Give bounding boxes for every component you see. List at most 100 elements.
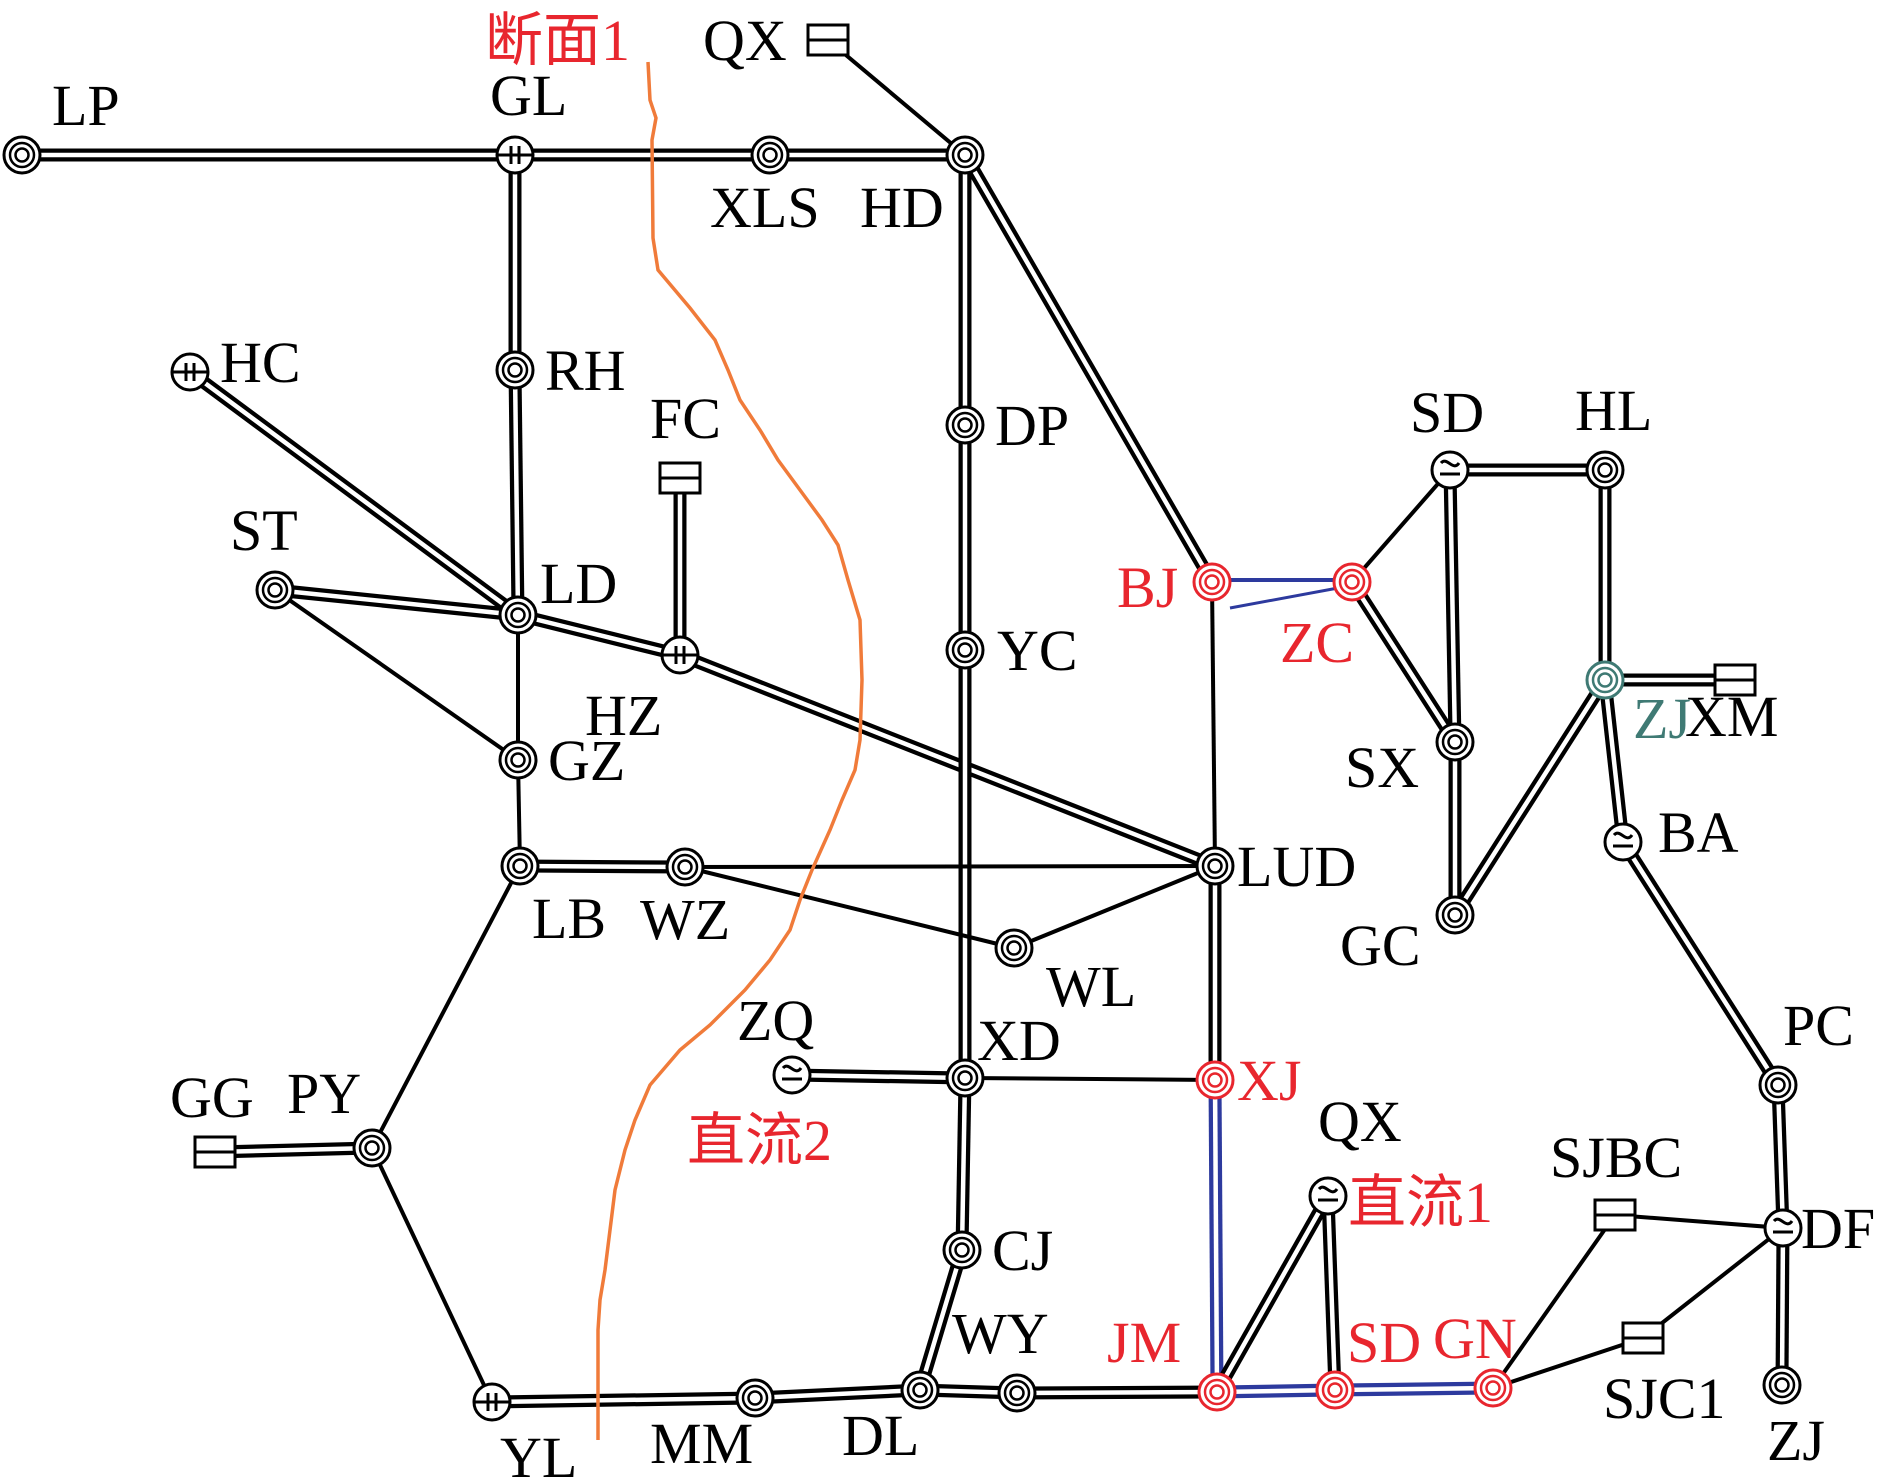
node-qx1-transformer-icon[interactable] [806, 23, 850, 57]
node-qx2-generator-icon[interactable] [1308, 1176, 1348, 1216]
node-label-pc: PC [1783, 993, 1854, 1058]
node-hz-plant-icon[interactable] [660, 635, 700, 675]
node-xm-transformer-icon[interactable] [1713, 663, 1757, 697]
section-1-annotation: 断面1 [485, 8, 630, 73]
node-rh-bus-icon[interactable] [495, 350, 535, 390]
node-label-bj: BJ [1117, 555, 1178, 620]
node-label-rh: RH [545, 338, 626, 403]
node-label-xj: XJ [1237, 1048, 1301, 1113]
node-label-qx1: QX [703, 8, 787, 73]
node-bj-bus-icon[interactable] [1192, 562, 1232, 602]
line-sjbc-df [1614, 1213, 1784, 1230]
dc-2-annotation: 直流2 [687, 1108, 832, 1173]
node-lp-bus-icon[interactable] [2, 135, 42, 175]
node-zj1-bus-icon[interactable] [1585, 660, 1625, 700]
node-gg-transformer-icon[interactable] [193, 1135, 237, 1169]
node-df-generator-icon[interactable] [1763, 1208, 1803, 1248]
node-lb-bus-icon[interactable] [500, 846, 540, 886]
node-label-qx2: QX [1318, 1089, 1402, 1154]
node-cj-bus-icon[interactable] [942, 1230, 982, 1270]
node-gc-bus-icon[interactable] [1435, 895, 1475, 935]
node-wy-bus-icon[interactable] [997, 1373, 1037, 1413]
node-label-cj: CJ [992, 1218, 1053, 1283]
node-gn-bus-icon[interactable] [1473, 1368, 1513, 1408]
line-lb-wz [519, 859, 686, 874]
node-sx-bus-icon[interactable] [1435, 722, 1475, 762]
line-bj-zc [1229, 578, 1339, 610]
node-yc-bus-icon[interactable] [945, 630, 985, 670]
node-lud-bus-icon[interactable] [1195, 846, 1235, 886]
line-wy-jm [1016, 1385, 1218, 1400]
node-label-xm: XM [1685, 684, 1778, 749]
node-label-zj2: ZJ [1767, 1408, 1825, 1473]
node-hl-bus-icon[interactable] [1585, 450, 1625, 490]
node-sjc1-transformer-icon[interactable] [1621, 1321, 1665, 1355]
node-label-gg: GG [170, 1065, 254, 1130]
node-label-hc: HC [220, 330, 301, 395]
node-wz-bus-icon[interactable] [665, 847, 705, 887]
node-label-ld: LD [540, 551, 617, 616]
node-label-dp: DP [995, 393, 1069, 458]
node-zj2-bus-icon[interactable] [1762, 1365, 1802, 1405]
node-label-fc: FC [650, 386, 721, 451]
node-label-hz: HZ [585, 683, 662, 748]
node-mm-bus-icon[interactable] [735, 1378, 775, 1418]
node-xls-bus-icon[interactable] [750, 135, 790, 175]
node-zq-generator-icon[interactable] [772, 1055, 812, 1095]
node-ba-generator-icon[interactable] [1603, 822, 1643, 862]
line-zc-sx [1346, 578, 1461, 746]
node-hc-plant-icon[interactable] [170, 352, 210, 392]
node-gz-bus-icon[interactable] [498, 740, 538, 780]
node-sd2-bus-icon[interactable] [1315, 1370, 1355, 1410]
line-wz-wl [684, 865, 1015, 950]
node-label-wl: WL [1046, 954, 1136, 1019]
line-zc-sd1 [1350, 468, 1452, 584]
line-zq-xd [791, 1068, 966, 1085]
line-sjc1-df [1641, 1226, 1785, 1340]
node-fc-transformer-icon[interactable] [658, 461, 702, 495]
node-label-xd: XD [977, 1008, 1061, 1073]
node-sd1-generator-icon[interactable] [1430, 450, 1470, 490]
node-label-sjc1: SJC1 [1603, 1366, 1726, 1431]
node-label-xls: XLS [710, 175, 820, 240]
node-zc-bus-icon[interactable] [1332, 562, 1372, 602]
line-zj1-gc [1449, 676, 1611, 919]
line-qx2-sd2 [1321, 1195, 1342, 1391]
node-jm-bus-icon[interactable] [1197, 1372, 1237, 1412]
line-py-yl [370, 1147, 494, 1403]
node-dl-bus-icon[interactable] [900, 1370, 940, 1410]
node-label-df: DF [1801, 1196, 1875, 1261]
node-label-py: PY [287, 1061, 361, 1126]
line-ba-pc [1617, 838, 1784, 1089]
node-label-gn: GN [1433, 1306, 1517, 1371]
node-py-bus-icon[interactable] [352, 1128, 392, 1168]
node-gl-plant-icon[interactable] [495, 135, 535, 175]
line-st-ld [274, 583, 519, 622]
node-label-mm: MM [650, 1411, 753, 1476]
node-xd-bus-icon[interactable] [945, 1058, 985, 1098]
line-lb-py [370, 865, 522, 1149]
node-label-lud: LUD [1237, 834, 1356, 899]
line-cj-dl [913, 1248, 969, 1392]
node-xj-bus-icon[interactable] [1195, 1060, 1235, 1100]
line-sjbc-gn [1491, 1213, 1617, 1390]
line-jm-qx2 [1211, 1192, 1334, 1396]
line-wz-lud [684, 864, 1216, 869]
line-gg-py [214, 1141, 373, 1159]
node-pc-bus-icon[interactable] [1758, 1065, 1798, 1105]
node-label-gl: GL [490, 63, 567, 128]
line-rh-ld [508, 369, 525, 616]
node-label-yl: YL [500, 1425, 577, 1484]
node-hd-bus-icon[interactable] [945, 135, 985, 175]
node-sjbc-transformer-icon[interactable] [1593, 1198, 1637, 1232]
node-label-lb: LB [532, 886, 606, 951]
node-yl-plant-icon[interactable] [472, 1382, 512, 1422]
node-label-yc: YC [997, 618, 1078, 683]
node-ld-bus-icon[interactable] [498, 595, 538, 635]
node-label-sx: SX [1345, 735, 1419, 800]
node-label-jm: JM [1107, 1310, 1181, 1375]
node-wl-bus-icon[interactable] [994, 928, 1034, 968]
node-dp-bus-icon[interactable] [945, 405, 985, 445]
node-label-st: ST [230, 498, 298, 563]
node-st-bus-icon[interactable] [255, 570, 295, 610]
